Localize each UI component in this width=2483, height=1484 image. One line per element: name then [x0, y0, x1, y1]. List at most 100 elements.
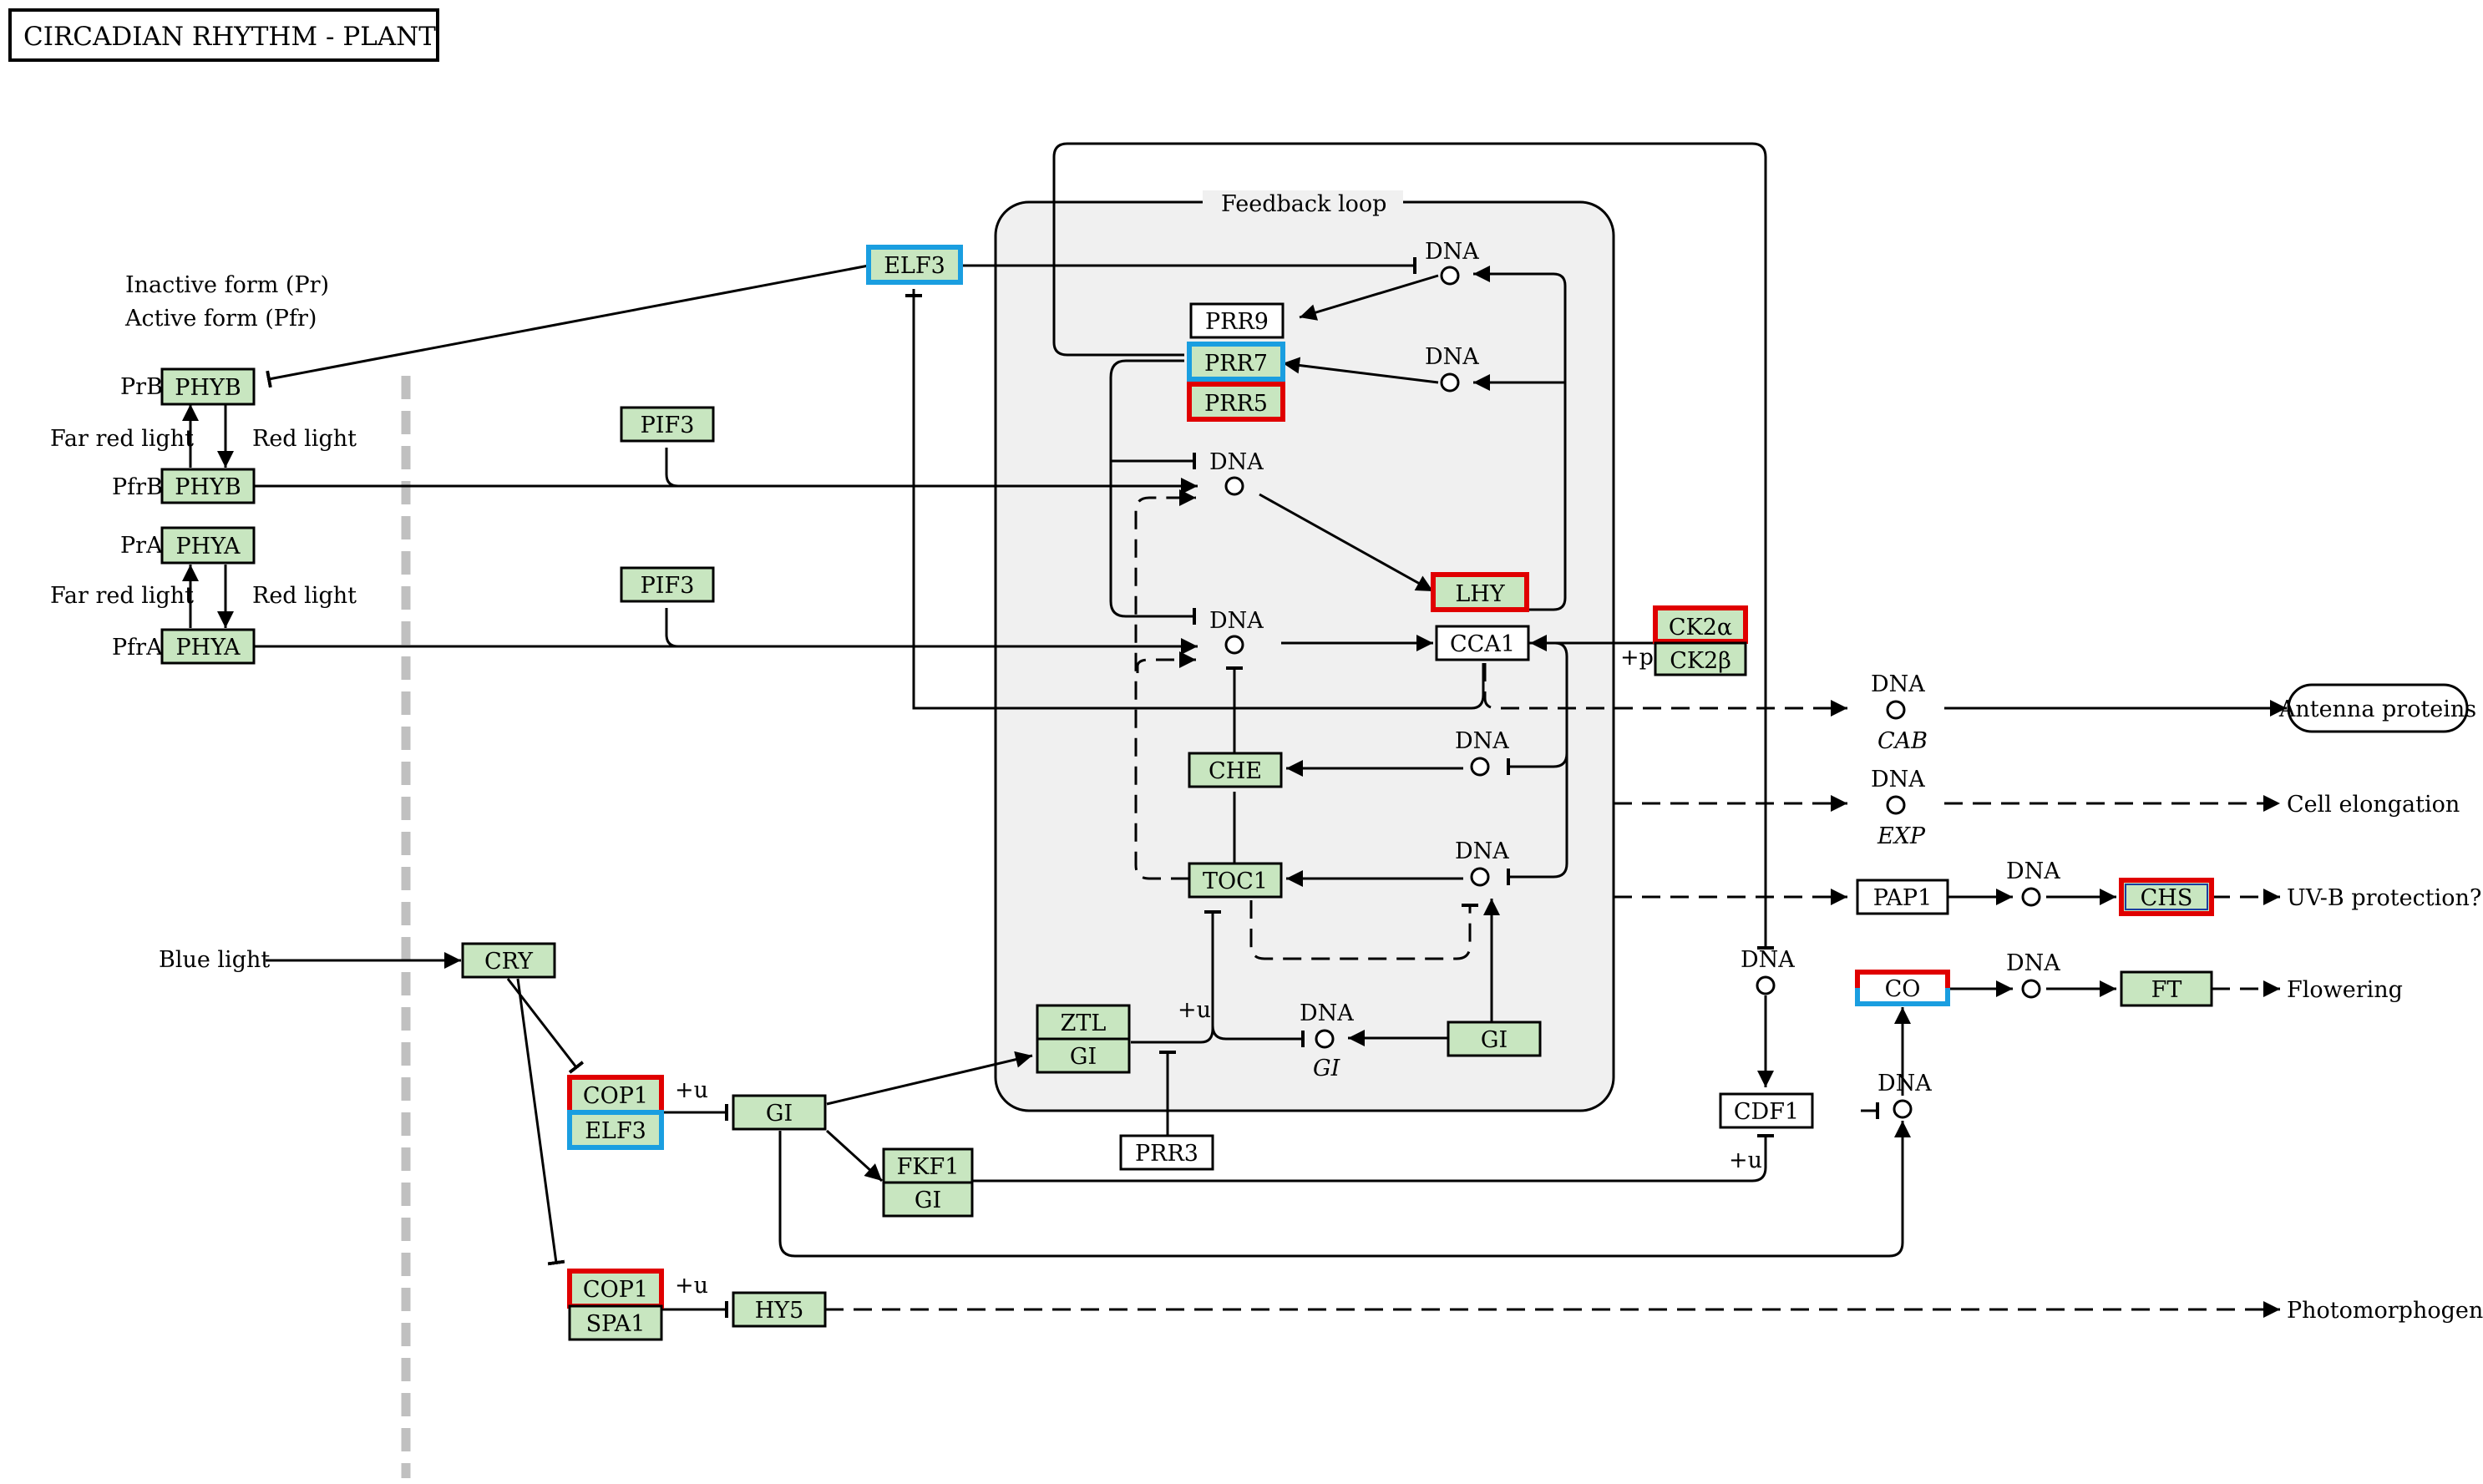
gene-node-chs[interactable]: CHS: [2119, 878, 2214, 916]
gene-node-ztl[interactable]: ZTL: [1036, 1004, 1131, 1041]
gene-node-gi[interactable]: GI: [1036, 1037, 1131, 1074]
svg-text:DNA: DNA: [1455, 728, 1509, 754]
gene-node-ck2a[interactable]: CK2α: [1653, 605, 1748, 644]
svg-text:PHYB: PHYB: [175, 474, 241, 500]
plus-u-label: +u: [1729, 1147, 1762, 1173]
svg-text:FKF1: FKF1: [897, 1154, 960, 1180]
diagram-title: CIRCADIAN RHYTHM - PLANT: [23, 22, 436, 52]
svg-text:PRR5: PRR5: [1204, 391, 1268, 417]
gene-node-pap1[interactable]: PAP1: [1856, 879, 1949, 915]
dna-node: DNA: [1741, 947, 1795, 995]
pra-label: PrA: [120, 533, 163, 559]
plus-u-label: +u: [675, 1273, 708, 1299]
gene-node-gi[interactable]: GI: [882, 1181, 974, 1218]
gene-node-cca1[interactable]: CCA1: [1435, 625, 1530, 661]
gene-node-phya-pr[interactable]: PHYA: [160, 526, 256, 565]
gene-node-phyb-pfr[interactable]: PHYB: [160, 468, 256, 504]
gene-node-gi[interactable]: GI: [1447, 1021, 1542, 1057]
gene-node-lhy[interactable]: LHY: [1431, 572, 1529, 612]
pfrb-label: PfrB: [112, 474, 163, 500]
svg-text:SPA1: SPA1: [586, 1311, 646, 1337]
svg-text:DNA: DNA: [1877, 1071, 1932, 1097]
svg-text:DNA: DNA: [2006, 950, 2060, 976]
dna-node: DNA: [1209, 608, 1264, 655]
svg-text:DNA: DNA: [1425, 344, 1479, 370]
svg-text:PRR3: PRR3: [1135, 1141, 1198, 1167]
gene-node-cry[interactable]: CRY: [461, 942, 556, 979]
gene-node-che[interactable]: CHE: [1188, 752, 1283, 788]
svg-text:DNA: DNA: [1455, 838, 1509, 864]
gene-node-elf3[interactable]: ELF3: [567, 1110, 664, 1150]
uvb-protection-label: UV-B protection?: [2287, 885, 2481, 911]
svg-text:DNA: DNA: [1209, 449, 1264, 475]
gene-node-phyb-pr[interactable]: PHYB: [160, 367, 256, 406]
svg-text:TOC1: TOC1: [1203, 869, 1268, 894]
plus-u-label: +u: [1178, 997, 1211, 1023]
gene-node-cdf1[interactable]: CDF1: [1719, 1092, 1814, 1129]
svg-text:DNA: DNA: [1871, 767, 1925, 793]
svg-text:DNA: DNA: [1871, 671, 1925, 697]
gene-node-pif3[interactable]: PIF3: [620, 406, 715, 443]
active-form-label: Active form (Pfr): [124, 306, 317, 332]
gene-node-phya-pfr[interactable]: PHYA: [160, 628, 256, 665]
gene-nodes: ELF3 PRR9 PRR7 PRR5 PHYB PHYB PHYA PHYA …: [160, 245, 2476, 1341]
output-node-antenna-proteins[interactable]: Antenna proteins: [2278, 683, 2476, 733]
inactive-form-label: Inactive form (Pr): [125, 272, 329, 298]
svg-text:GI: GI: [766, 1101, 793, 1127]
dna-node: DNA: [1209, 449, 1264, 496]
gene-node-prr7[interactable]: PRR7: [1187, 342, 1285, 382]
gene-node-ck2b[interactable]: CK2β: [1654, 641, 1747, 676]
gene-node-fkf1[interactable]: FKF1: [882, 1147, 974, 1184]
photomorphogenesis-label: Photomorphogenesis: [2287, 1298, 2483, 1324]
dna-node: DNA: [1425, 344, 1479, 393]
svg-text:GI: GI: [1481, 1027, 1508, 1053]
svg-text:CHE: CHE: [1209, 758, 1262, 784]
dna-nodes: DNA DNA DNA DNA DNA DNA DNA GI DNA CAB DNA…: [1209, 239, 2060, 1119]
svg-text:CRY: CRY: [484, 949, 534, 975]
svg-text:ELF3: ELF3: [884, 253, 945, 279]
svg-text:CK2α: CK2α: [1669, 615, 1732, 641]
plus-u-label: +u: [675, 1077, 708, 1103]
prb-label: PrB: [120, 374, 163, 400]
gene-node-toc1[interactable]: TOC1: [1188, 862, 1283, 899]
cell-elongation-label: Cell elongation: [2287, 792, 2460, 818]
svg-text:LHY: LHY: [1455, 581, 1505, 607]
flowering-label: Flowering: [2287, 977, 2403, 1003]
gene-node-gi[interactable]: GI: [732, 1094, 827, 1131]
gene-node-elf3[interactable]: ELF3: [866, 245, 963, 285]
gene-node-prr5[interactable]: PRR5: [1187, 382, 1285, 422]
gene-node-prr9[interactable]: PRR9: [1189, 302, 1285, 339]
gene-node-cop1[interactable]: COP1: [567, 1075, 664, 1115]
svg-text:DNA: DNA: [1300, 1000, 1354, 1026]
gene-node-co[interactable]: CO: [1855, 970, 1950, 1006]
svg-text:DNA: DNA: [1425, 239, 1479, 265]
dna-node: DNA: [2006, 950, 2060, 999]
svg-text:GI: GI: [1313, 1056, 1341, 1081]
gene-node-spa1[interactable]: SPA1: [568, 1304, 663, 1341]
pfra-label: PfrA: [112, 635, 163, 661]
gene-node-cop1[interactable]: COP1: [567, 1269, 664, 1309]
dna-node: DNA: [2006, 858, 2060, 907]
gene-node-prr3[interactable]: PRR3: [1119, 1134, 1214, 1171]
dna-node: DNA EXP: [1871, 767, 1926, 849]
far-red-light-label: Far red light: [50, 583, 194, 609]
title-box: CIRCADIAN RHYTHM - PLANT: [8, 8, 439, 62]
feedback-loop-label: Feedback loop: [1221, 191, 1386, 217]
gene-node-hy5[interactable]: HY5: [732, 1291, 827, 1328]
svg-text:EXP: EXP: [1877, 823, 1926, 849]
svg-text:CCA1: CCA1: [1450, 631, 1515, 657]
gene-node-ft[interactable]: FT: [2120, 970, 2213, 1007]
svg-text:ELF3: ELF3: [585, 1118, 646, 1144]
gene-node-pif3[interactable]: PIF3: [620, 566, 715, 603]
svg-text:PRR9: PRR9: [1205, 309, 1269, 335]
far-red-light-label: Far red light: [50, 426, 194, 452]
svg-text:CAB: CAB: [1877, 728, 1928, 754]
dna-node: DNA CAB: [1871, 671, 1928, 754]
dna-node: DNA: [1455, 728, 1509, 777]
svg-text:DNA: DNA: [1209, 608, 1264, 634]
dna-node: DNA GI: [1300, 1000, 1354, 1081]
dna-node: DNA: [1455, 838, 1509, 887]
blue-light-label: Blue light: [159, 947, 270, 973]
svg-text:CK2β: CK2β: [1670, 648, 1731, 674]
